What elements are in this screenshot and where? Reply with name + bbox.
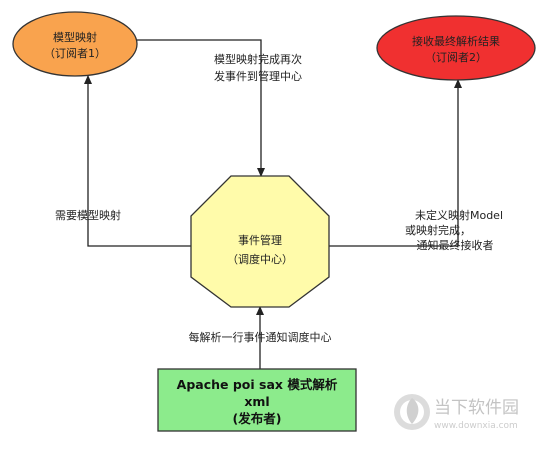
subscriber1-line1: 模型映射: [53, 30, 97, 44]
watermark: 当下软件园 www.downxia.com: [394, 394, 519, 431]
edge-label-manager-to-sub1: 需要模型映射: [55, 208, 121, 222]
subscriber2-shape: [376, 15, 536, 81]
edge-label-manager-to-sub2-line1: 未定义映射Model: [415, 208, 503, 222]
watermark-logo-icon: [394, 394, 430, 430]
edge-label-manager-to-sub2-line3: 通知最终接收者: [417, 238, 494, 252]
publisher-line3: (发布者): [233, 411, 282, 426]
edge-label-sub1-to-manager-line1: 模型映射完成再次: [214, 52, 302, 66]
subscriber1-shape: [12, 11, 138, 77]
subscriber2-line2: （订阅者2）: [425, 51, 487, 64]
edge-label-sub1-to-manager-line2: 发事件到管理中心: [214, 69, 302, 83]
publisher-shape: [157, 368, 357, 432]
edge-manager-to-sub2: [329, 79, 462, 247]
edge-sub1-to-manager: [129, 39, 265, 177]
edge-label-manager-to-sub2-line2: 或映射完成，: [405, 223, 471, 237]
watermark-url: www.downxia.com: [434, 421, 518, 431]
edge-manager-to-sub1: [84, 75, 191, 247]
edge-label-publisher-to-manager: 每解析一行事件通知调度中心: [189, 330, 332, 344]
publisher-line2: xml: [244, 394, 269, 409]
publisher-node: Apache poi sax 模式解析 xml (发布者): [157, 368, 357, 432]
event-manager-node: 事件管理 （调度中心）: [190, 175, 330, 308]
watermark-brand: 当下软件园: [434, 398, 519, 418]
subscriber1-line2: （订阅者1）: [44, 47, 106, 60]
event-manager-line2: （调度中心）: [227, 252, 293, 266]
subscriber2-node: 接收最终解析结果 （订阅者2）: [376, 15, 536, 81]
publisher-line1: Apache poi sax 模式解析: [177, 377, 338, 392]
subscriber2-line1: 接收最终解析结果: [412, 34, 500, 48]
subscriber1-node: 模型映射 （订阅者1）: [12, 11, 138, 77]
event-manager-shape: [190, 175, 330, 308]
event-manager-line1: 事件管理: [238, 233, 282, 247]
